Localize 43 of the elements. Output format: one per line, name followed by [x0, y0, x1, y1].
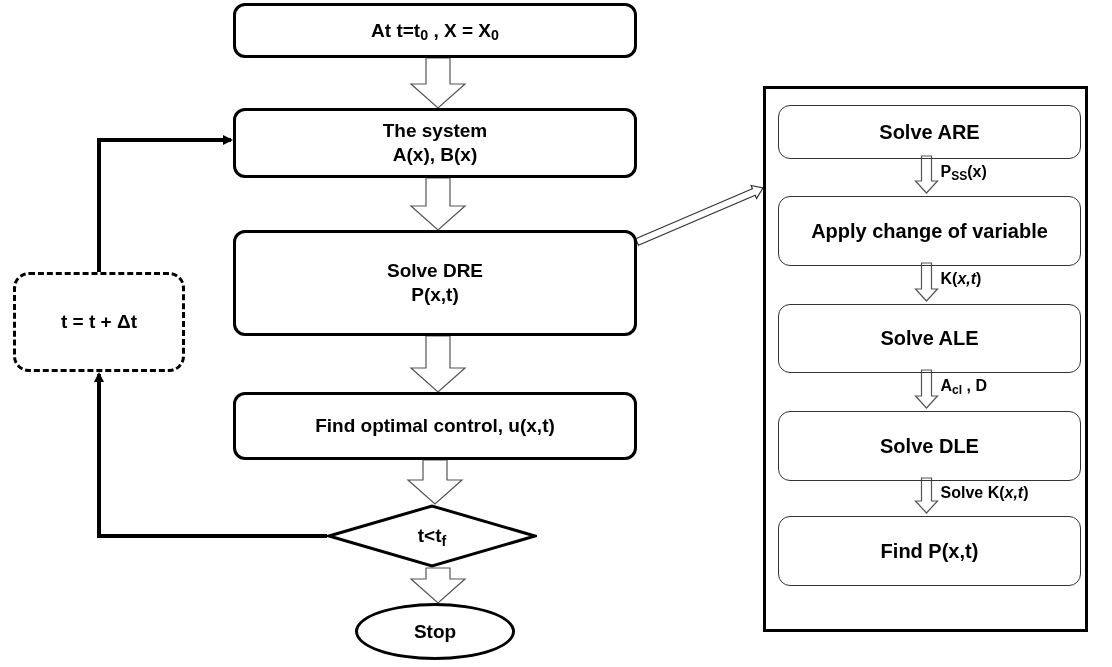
group-panel: [763, 86, 1088, 632]
process-box: [778, 516, 1081, 586]
edge-label: A$_{cl}$ , D: [940, 378, 987, 394]
node-text: P(x,t): [411, 283, 459, 307]
node-text: The system: [382, 119, 488, 143]
edge-label: P$_{SS}$(x): [940, 163, 987, 180]
block-arrow: [914, 155, 939, 194]
node-text: Find optimal control, u(x,t): [315, 414, 555, 438]
block-arrow: [914, 369, 939, 409]
node-text: A(x), B(x): [392, 143, 478, 167]
node-text: Find P(x,t): [880, 538, 979, 564]
edge-label: Solve K(x,t): [940, 484, 1029, 501]
node-text: t = t + Δt: [61, 310, 137, 334]
process-box: [233, 3, 637, 58]
node-text: Stop: [413, 619, 457, 644]
node-text: Solve ALE: [880, 326, 979, 351]
block-arrow: [914, 262, 939, 302]
arrow: [94, 372, 327, 538]
block-arrow: [406, 459, 464, 505]
block-arrow: [634, 184, 764, 246]
process-box: [233, 392, 637, 460]
dashed-box: [13, 272, 185, 372]
terminal-ellipse: [355, 603, 515, 660]
node-text: Apply change of variable: [811, 218, 1048, 244]
process-box: [233, 230, 637, 336]
node-text: At t=t$_{0}$ , X = X$_{0}$: [371, 18, 499, 43]
block-arrow: [409, 177, 467, 231]
node-text: Solve DRE: [386, 259, 484, 283]
node-text: Solve ARE: [879, 119, 980, 145]
block-arrow: [914, 477, 939, 514]
arrow: [97, 135, 233, 272]
edge-label: K(x,t): [940, 271, 982, 287]
process-box: [778, 304, 1081, 373]
process-box: [778, 105, 1081, 159]
block-arrow: [409, 567, 467, 604]
node-text: Solve DLE: [880, 433, 979, 459]
process-box: [233, 108, 637, 178]
process-box: [778, 196, 1081, 266]
block-arrow: [409, 57, 467, 109]
node-text: t<t$_{f}$: [417, 524, 447, 548]
decision-diamond: [327, 504, 537, 568]
block-arrow: [409, 335, 467, 393]
process-box: [778, 411, 1081, 481]
